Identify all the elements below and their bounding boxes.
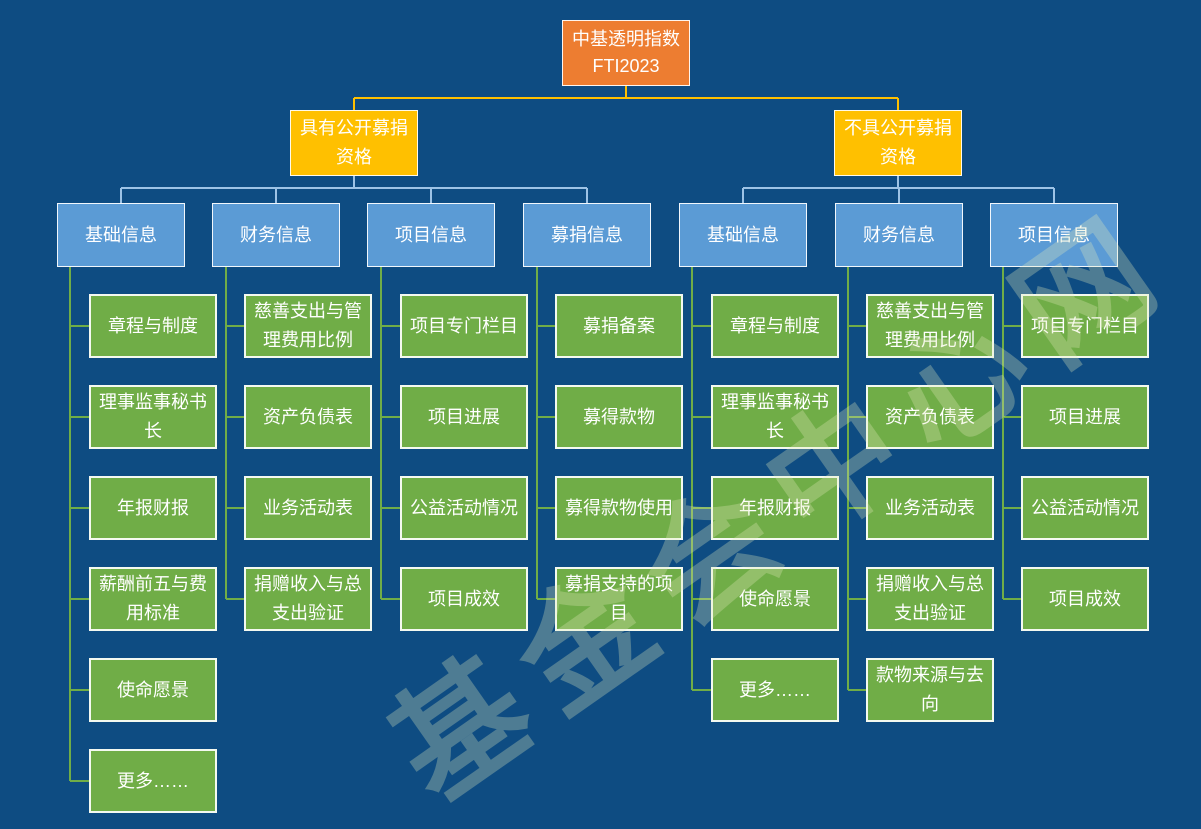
node-charity-spending-admin-cost-ratio: 慈善支出与管理费用比例 [866, 294, 994, 358]
node-funds-raised: 募得款物 [555, 385, 683, 449]
node-mission-vision: 使命愿景 [89, 658, 217, 722]
node-project-progress: 项目进展 [400, 385, 528, 449]
node-source-and-use-of-funds: 款物来源与去向 [866, 658, 994, 722]
node-mission-vision: 使命愿景 [711, 567, 839, 631]
node-more: 更多…… [711, 658, 839, 722]
root-node: 中基透明指数 FTI2023 [562, 20, 690, 86]
node-project-section: 项目专门栏目 [400, 294, 528, 358]
root-subtitle: FTI2023 [592, 56, 660, 76]
connector-branch-1-to-categories [120, 176, 588, 203]
node-top5-salaries-expense-standards: 薪酬前五与费用标准 [89, 567, 217, 631]
node-fundraising-supported-projects: 募捐支持的项目 [555, 567, 683, 631]
category-node-fundraising-info: 募捐信息 [523, 203, 651, 267]
node-project-outcomes: 项目成效 [400, 567, 528, 631]
node-charter-and-rules: 章程与制度 [89, 294, 217, 358]
category-node-financial-info: 财务信息 [835, 203, 963, 267]
node-directors-supervisors-secretary-general: 理事监事秘书长 [711, 385, 839, 449]
node-balance-sheet: 资产负债表 [866, 385, 994, 449]
node-public-welfare-activities: 公益活动情况 [400, 476, 528, 540]
node-project-outcomes: 项目成效 [1021, 567, 1149, 631]
connector-column-1 [69, 267, 89, 782]
node-balance-sheet: 资产负债表 [244, 385, 372, 449]
connector-column-7 [1002, 267, 1021, 600]
node-public-welfare-activities: 公益活动情况 [1021, 476, 1149, 540]
node-annual-financial-reports: 年报财报 [89, 476, 217, 540]
node-directors-supervisors-secretary-general: 理事监事秘书长 [89, 385, 217, 449]
connector-branch-2-to-categories [742, 176, 1055, 203]
node-fundraising-filing: 募捐备案 [555, 294, 683, 358]
node-activity-statement: 业务活动表 [244, 476, 372, 540]
connector-column-6 [847, 267, 866, 691]
category-node-basic-info: 基础信息 [679, 203, 807, 267]
branch-node-public-fundraising: 具有公开募捐资格 [290, 110, 418, 176]
category-node-financial-info: 财务信息 [212, 203, 340, 267]
node-donation-income-expense-verification: 捐赠收入与总支出验证 [244, 567, 372, 631]
node-project-progress: 项目进展 [1021, 385, 1149, 449]
node-donation-income-expense-verification: 捐赠收入与总支出验证 [866, 567, 994, 631]
node-project-section: 项目专门栏目 [1021, 294, 1149, 358]
connector-column-2 [225, 267, 244, 600]
node-charity-spending-admin-cost-ratio: 慈善支出与管理费用比例 [244, 294, 372, 358]
category-node-project-info: 项目信息 [367, 203, 495, 267]
connector-column-3 [380, 267, 400, 600]
node-more: 更多…… [89, 749, 217, 813]
connector-column-4 [536, 267, 555, 600]
branch-node-no-public-fundraising: 不具公开募捐资格 [834, 110, 962, 176]
node-charter-and-rules: 章程与制度 [711, 294, 839, 358]
node-use-of-funds-raised: 募得款物使用 [555, 476, 683, 540]
category-node-basic-info: 基础信息 [57, 203, 185, 267]
node-annual-financial-reports: 年报财报 [711, 476, 839, 540]
node-activity-statement: 业务活动表 [866, 476, 994, 540]
connector-column-5 [691, 267, 711, 691]
category-node-project-info: 项目信息 [990, 203, 1118, 267]
root-title: 中基透明指数 [572, 29, 680, 49]
connector-root-to-branches [353, 86, 899, 110]
